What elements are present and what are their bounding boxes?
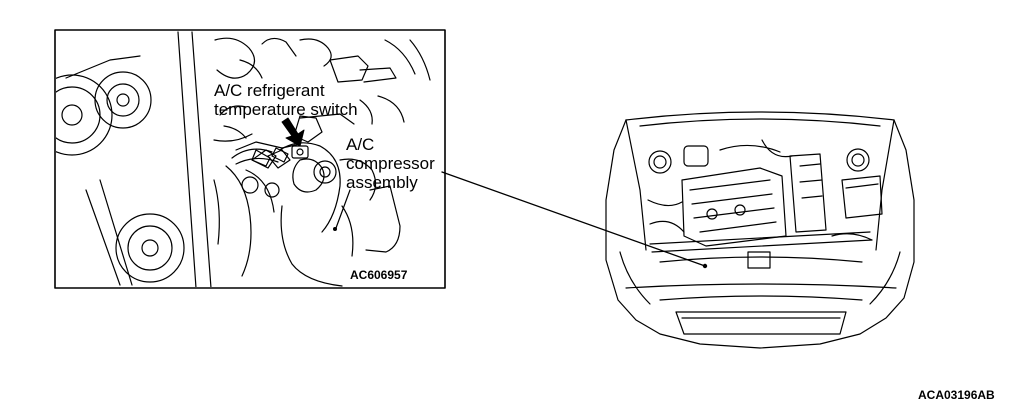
lower-pulley-drawing xyxy=(115,213,185,283)
compressor-leader-line xyxy=(335,189,351,229)
detail-inset xyxy=(54,29,446,289)
compressor-label-line3: assembly xyxy=(346,173,418,192)
detail-frame xyxy=(54,29,446,289)
vehicle-drawing xyxy=(605,111,915,349)
connector-leader-line xyxy=(441,171,706,267)
engine-detail-drawing xyxy=(213,37,431,169)
idler-pulley-drawing xyxy=(94,71,152,129)
drive-belt-drawing xyxy=(65,31,212,287)
switch-label-line1: A/C refrigerant xyxy=(214,81,325,100)
overall-figure-code: ACA03196AB xyxy=(918,388,995,402)
compressor-label-line1: A/C xyxy=(346,135,375,154)
compressor-label-line2: compressor xyxy=(346,154,435,173)
detail-figure-code: AC606957 xyxy=(350,268,408,282)
temperature-switch-drawing xyxy=(291,145,309,159)
switch-pointer-arrow xyxy=(281,117,305,147)
harness-drawing xyxy=(231,147,289,167)
switch-label-line2: temperature switch xyxy=(214,100,358,119)
